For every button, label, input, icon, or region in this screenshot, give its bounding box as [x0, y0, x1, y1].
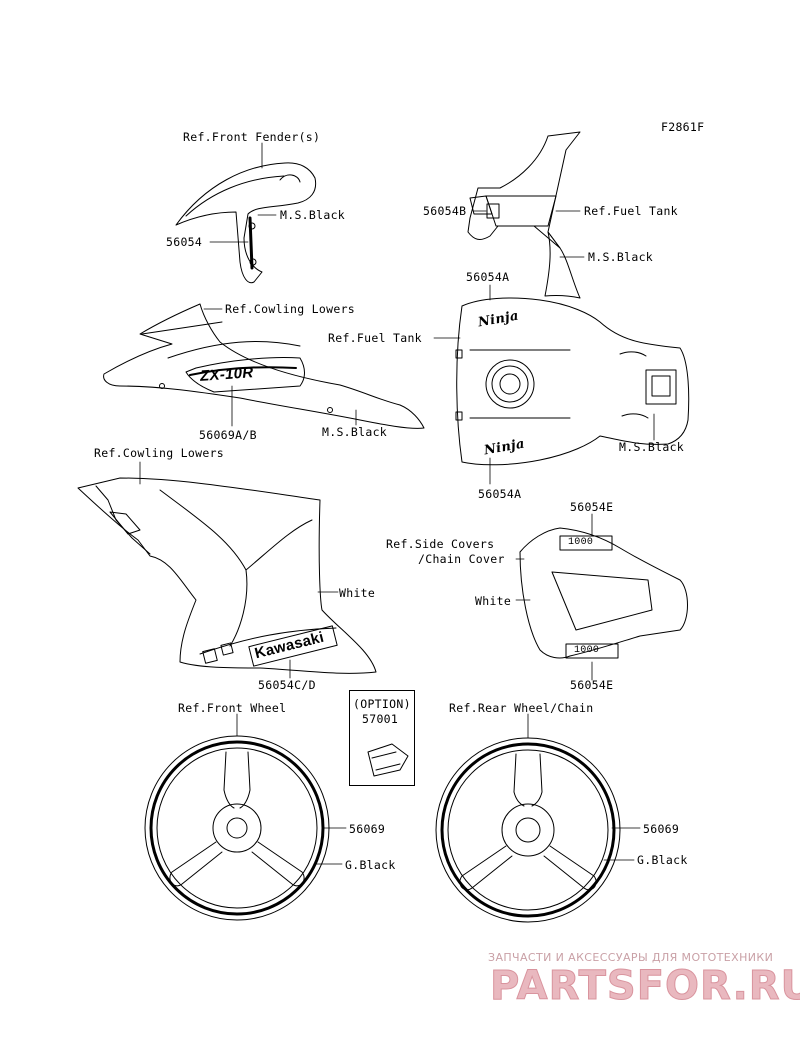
rear-wheel-drawing [435, 737, 621, 923]
side-fairing-drawing [77, 477, 377, 674]
label-cowling-lowers-ref-2: Ref.Cowling Lowers [94, 446, 225, 460]
tank-top-drawing [467, 131, 581, 299]
label-rear-wheel-ref: Ref.Rear Wheel/Chain [449, 701, 594, 715]
label-part-56054: 56054 [166, 235, 203, 249]
label-part-56069-front: 56069 [349, 822, 386, 836]
label-side-covers-ref-1: Ref.Side Covers [386, 537, 495, 551]
label-white-tail: White [475, 594, 512, 608]
label-front-wheel-ref: Ref.Front Wheel [178, 701, 287, 715]
figure-code: F2861F [661, 120, 705, 134]
label-fuel-tank-ref-top: Ref.Fuel Tank [584, 204, 678, 218]
label-white-fairing: White [339, 586, 376, 600]
label-ms-black-tank-top: M.S.Black [588, 250, 654, 264]
tail-cowl-drawing [519, 527, 688, 659]
label-g-black-rear: G.Black [637, 853, 688, 867]
label-side-covers-ref-2: /Chain Cover [418, 552, 505, 566]
label-part-56054a-bottom: 56054A [478, 487, 522, 501]
label-part-57001: 57001 [362, 712, 399, 726]
label-part-56054e-bottom: 56054E [570, 678, 614, 692]
tail-badge-bottom: 1000 [574, 645, 600, 656]
label-front-fender-ref: Ref.Front Fender(s) [183, 130, 321, 144]
label-part-56069ab: 56069A/B [199, 428, 257, 442]
label-ms-black-tank: M.S.Black [619, 440, 685, 454]
label-part-56054cd: 56054C/D [258, 678, 316, 692]
label-ms-black-cowl: M.S.Black [322, 425, 388, 439]
front-fender-drawing [175, 162, 317, 284]
watermark-brand-logo: PARTSFOR.RU [489, 963, 800, 1010]
option-box [349, 690, 415, 786]
front-wheel-drawing [144, 735, 330, 921]
label-part-56069-rear: 56069 [643, 822, 680, 836]
option-tool-drawing [367, 743, 409, 777]
leader-lines [139, 142, 655, 865]
label-part-56054b: 56054B [423, 204, 467, 218]
label-cowling-lowers-ref-1: Ref.Cowling Lowers [225, 302, 356, 316]
tail-badge-top: 1000 [568, 537, 594, 548]
label-fuel-tank-ref-mid: Ref.Fuel Tank [328, 331, 422, 345]
fuel-tank-drawing [455, 297, 690, 466]
label-ms-black-fender: M.S.Black [280, 208, 346, 222]
cowling-lower-drawing [103, 303, 425, 429]
label-part-56054a-top: 56054A [466, 270, 510, 284]
watermark-tagline: ЗАПЧАСТИ И АКСЕССУАРЫ ДЛЯ МОТОТЕХНИКИ [488, 951, 774, 964]
label-part-56054e-top: 56054E [570, 500, 614, 514]
label-option: (OPTION) [353, 697, 411, 711]
label-g-black-front: G.Black [345, 858, 396, 872]
